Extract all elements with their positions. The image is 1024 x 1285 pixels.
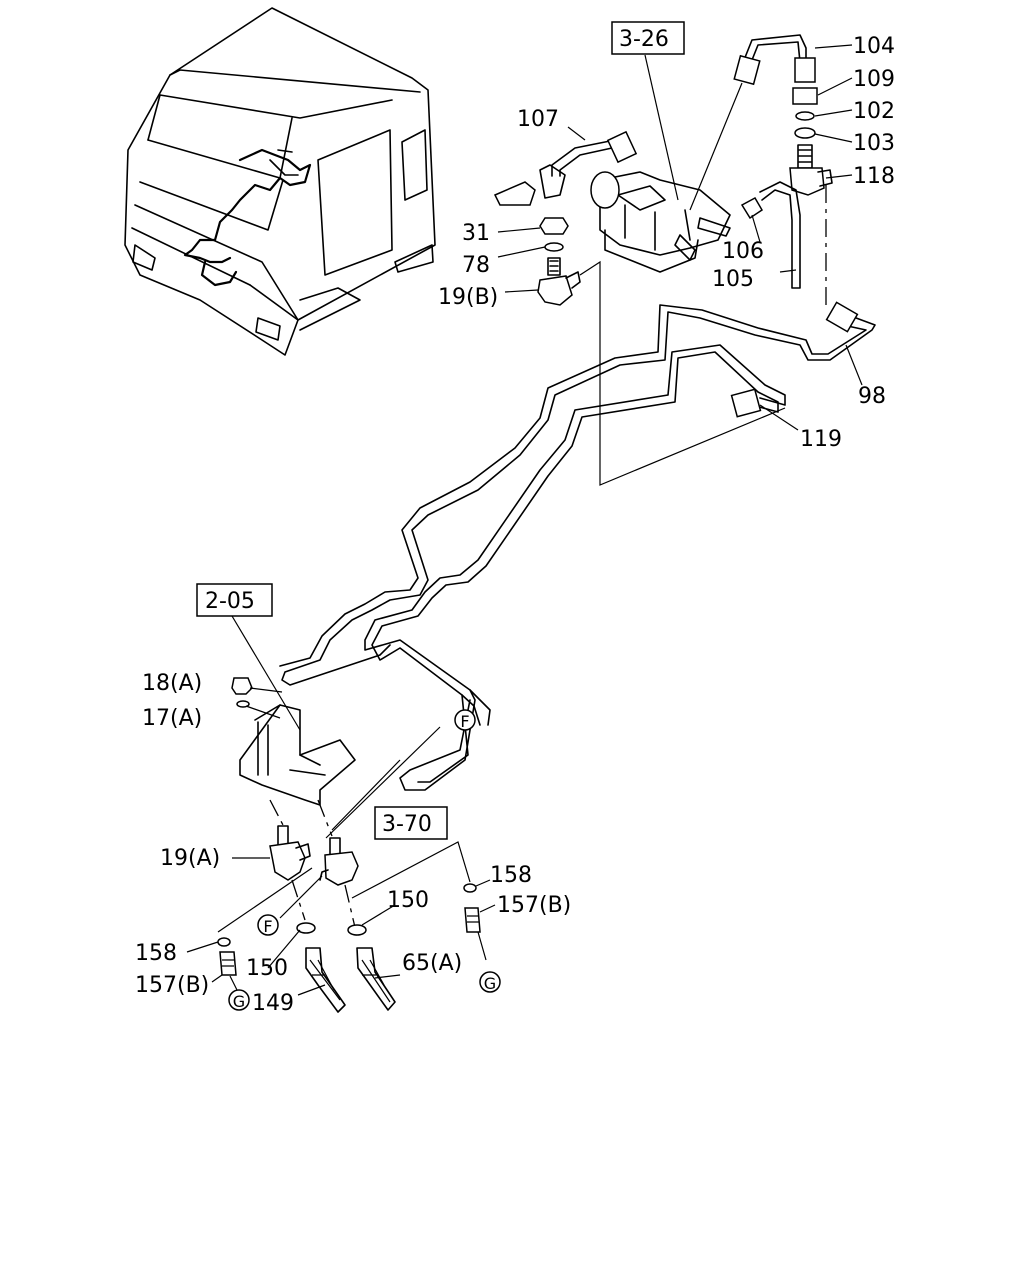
connector-marker-g-left: G	[228, 989, 250, 1011]
callout-19a: 19(A)	[160, 846, 220, 871]
callout-19b: 19(B)	[438, 285, 498, 310]
callout-78: 78	[462, 253, 490, 278]
connector-marker-f-top: F	[454, 709, 476, 731]
callout-65a: 65(A)	[402, 951, 462, 976]
callout-158-right: 158	[490, 863, 532, 888]
bracket-assembly	[231, 615, 356, 806]
callout-104: 104	[853, 34, 895, 59]
ref-box-label: 2-05	[205, 589, 255, 614]
callout-107: 107	[517, 107, 559, 132]
callout-150-left: 150	[246, 956, 288, 981]
ref-box-3-70: 3-70	[374, 806, 448, 840]
callout-labels: 104 109 102 103 118 107 31 78 19(B) 106 …	[135, 34, 895, 1016]
brake-pipe-119	[364, 344, 786, 791]
ref-box-label: 3-26	[619, 27, 669, 52]
connector-marker-g-right: G	[479, 971, 501, 993]
ref-box-label: 3-70	[382, 812, 432, 837]
callout-leaders	[186, 44, 863, 996]
callout-106: 106	[722, 239, 764, 264]
svg-text:F: F	[263, 917, 272, 936]
callout-149: 149	[252, 991, 294, 1016]
callout-119: 119	[800, 427, 842, 452]
valve-assembly	[493, 34, 833, 486]
callout-98: 98	[858, 384, 886, 409]
callout-105: 105	[712, 267, 754, 292]
callout-17a: 17(A)	[142, 706, 202, 731]
brake-pipe-98	[279, 301, 876, 686]
tee-19a-group	[232, 726, 441, 941]
callout-31: 31	[462, 221, 490, 246]
callout-18a: 18(A)	[142, 671, 202, 696]
svg-text:G: G	[233, 992, 245, 1011]
hose-fittings-lower	[217, 841, 487, 1013]
callout-158-left: 158	[135, 941, 177, 966]
callout-102: 102	[853, 99, 895, 124]
truck-cab-illustration	[124, 7, 436, 356]
connector-marker-f-bottom: F	[257, 914, 279, 936]
ref-box-3-26: 3-26	[611, 21, 685, 55]
callout-150-right: 150	[387, 888, 429, 913]
svg-text:G: G	[484, 974, 496, 993]
svg-text:F: F	[460, 712, 469, 731]
ref-box-2-05: 2-05	[196, 583, 273, 617]
callout-157b-left: 157(B)	[135, 973, 209, 998]
callout-157b-right: 157(B)	[497, 893, 571, 918]
callout-103: 103	[853, 131, 895, 156]
callout-109: 109	[853, 67, 895, 92]
callout-118: 118	[853, 164, 895, 189]
